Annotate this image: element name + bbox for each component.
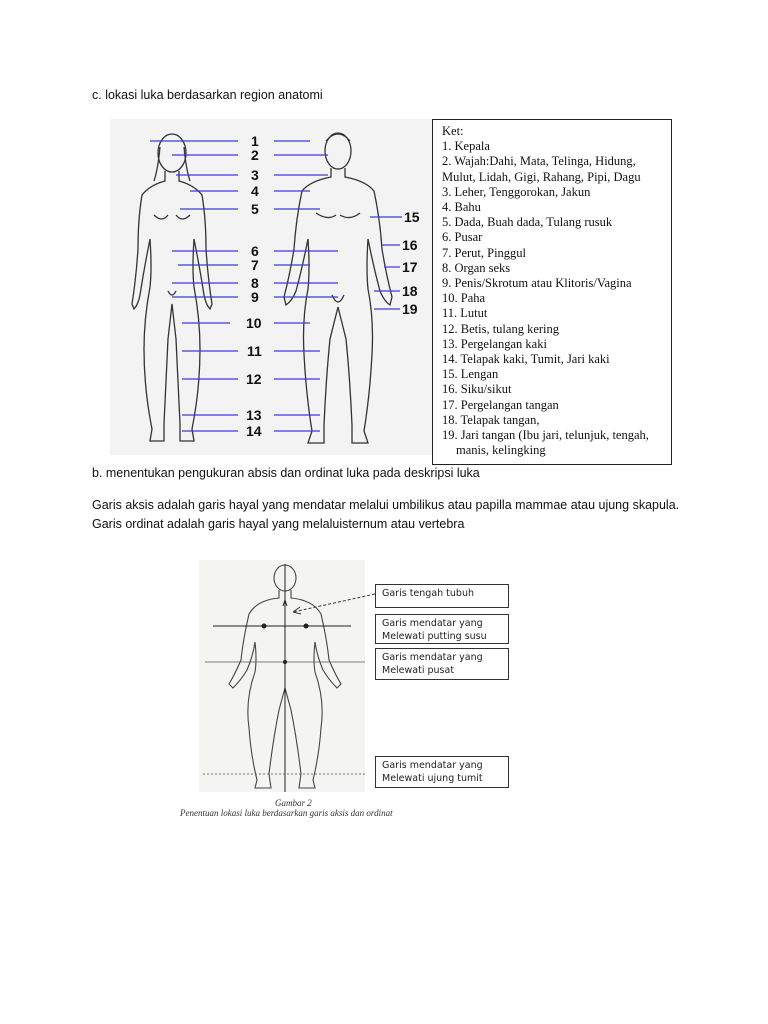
callout-text: Garis mendatar yang Melewati putting sus… <box>382 618 487 642</box>
region-number: 9 <box>251 289 259 305</box>
legend-item: 15. Lengan <box>442 367 499 382</box>
region-number: 16 <box>402 237 418 253</box>
midline-arrow-icon <box>282 599 288 607</box>
region-number: 13 <box>246 407 262 423</box>
axis-ordinate-figure: Garis tengah tubuh Garis mendatar yang M… <box>199 560 519 810</box>
legend-title: Ket: <box>442 124 464 138</box>
callout-navel-line: Garis mendatar yang Melewati pusat <box>375 648 509 680</box>
region-number: 7 <box>251 257 259 273</box>
legend-item: 19. Jari tangan (Ibu jari, telunjuk, ten… <box>442 428 649 443</box>
legend-item: 5. Dada, Buah dada, Tulang rusuk <box>442 215 613 230</box>
legend-item: 1. Kepala <box>442 139 490 154</box>
legend-item: 11. Lutut <box>442 306 488 321</box>
region-numbers: 1 2 3 4 5 6 7 8 9 10 11 12 13 14 15 16 1… <box>246 133 420 439</box>
region-number: 2 <box>251 147 259 163</box>
legend-item: 4. Bahu <box>442 200 481 215</box>
callout-text: Garis tengah tubuh <box>382 588 474 599</box>
legend-item: 7. Perut, Pinggul <box>442 245 527 260</box>
body-axis-drawing <box>203 564 365 792</box>
callout-midline: Garis tengah tubuh <box>375 584 509 608</box>
region-number: 1 <box>251 133 259 149</box>
callout-pointer-arrow <box>292 593 376 615</box>
region-leader-lines <box>150 140 402 432</box>
legend-item: 3. Leher, Tenggorokan, Jakun <box>442 184 591 199</box>
legend-item: 18. Telapak tangan, <box>442 412 540 427</box>
legend-item: 6. Pusar <box>442 230 483 245</box>
legend-item: 16. Siku/sikut <box>442 382 512 397</box>
callout-text: Garis mendatar yang Melewati ujung tumit <box>382 760 483 784</box>
legend-item: 8. Organ seks <box>442 260 511 275</box>
anatomy-legend-box: Ket: 1. Kepala 2. Wajah:Dahi, Mata, Teli… <box>432 119 672 465</box>
body-axis-photo <box>199 560 365 792</box>
legend-item: 9. Penis/Skrotum atau Klitoris/Vagina <box>442 276 632 291</box>
legend-item: Mulut, Lidah, Gigi, Rahang, Pipi, Dagu <box>442 169 641 184</box>
region-number: 5 <box>251 201 259 217</box>
region-number: 8 <box>251 275 259 291</box>
legend-item: 12. Betis, tulang kering <box>442 321 559 336</box>
section-b-heading: b. menentukan pengukuran absis dan ordin… <box>92 466 480 480</box>
legend-item: 13. Pergelangan kaki <box>442 336 547 351</box>
region-number: 12 <box>246 371 262 387</box>
legend-item: 17. Pergelangan tangan <box>442 397 559 412</box>
callout-heel-line: Garis mendatar yang Melewati ujung tumit <box>375 756 509 788</box>
figure-caption-title: Gambar 2 <box>275 798 312 808</box>
section-c-heading: c. lokasi luka berdasarkan region anatom… <box>92 88 323 102</box>
legend-item: 14. Telapak kaki, Tumit, Jari kaki <box>442 352 610 367</box>
region-number: 11 <box>247 343 262 359</box>
callout-text: Garis mendatar yang Melewati pusat <box>382 652 483 676</box>
navel-marker <box>283 660 287 664</box>
region-number: 10 <box>246 315 262 331</box>
anatomy-region-figure: 1 2 3 4 5 6 7 8 9 10 11 12 13 14 15 16 1… <box>110 119 432 455</box>
region-number: 14 <box>246 423 262 439</box>
figure-caption-text: Penentuan lokasi luka berdasarkan garis … <box>180 808 393 818</box>
female-body-outline <box>131 133 213 442</box>
legend-item: manis, kelingking <box>456 443 546 458</box>
legend-item: 2. Wajah:Dahi, Mata, Telinga, Hidung, <box>442 154 636 169</box>
region-number: 19 <box>402 301 418 317</box>
region-number: 6 <box>251 243 259 259</box>
legend-item: 10. Paha <box>442 291 486 306</box>
nipple-marker <box>261 623 267 629</box>
axis-ordinate-paragraph: Garis aksis adalah garis hayal yang mend… <box>92 498 680 531</box>
region-number: 15 <box>404 209 420 225</box>
region-number: 3 <box>251 167 259 183</box>
region-number: 4 <box>251 183 259 199</box>
region-number: 17 <box>402 259 418 275</box>
region-number: 18 <box>402 283 418 299</box>
callout-nipple-line: Garis mendatar yang Melewati putting sus… <box>375 614 509 644</box>
nipple-marker <box>303 623 309 629</box>
male-body-outline <box>283 132 393 444</box>
anatomy-region-drawing: 1 2 3 4 5 6 7 8 9 10 11 12 13 14 15 16 1… <box>131 132 420 444</box>
